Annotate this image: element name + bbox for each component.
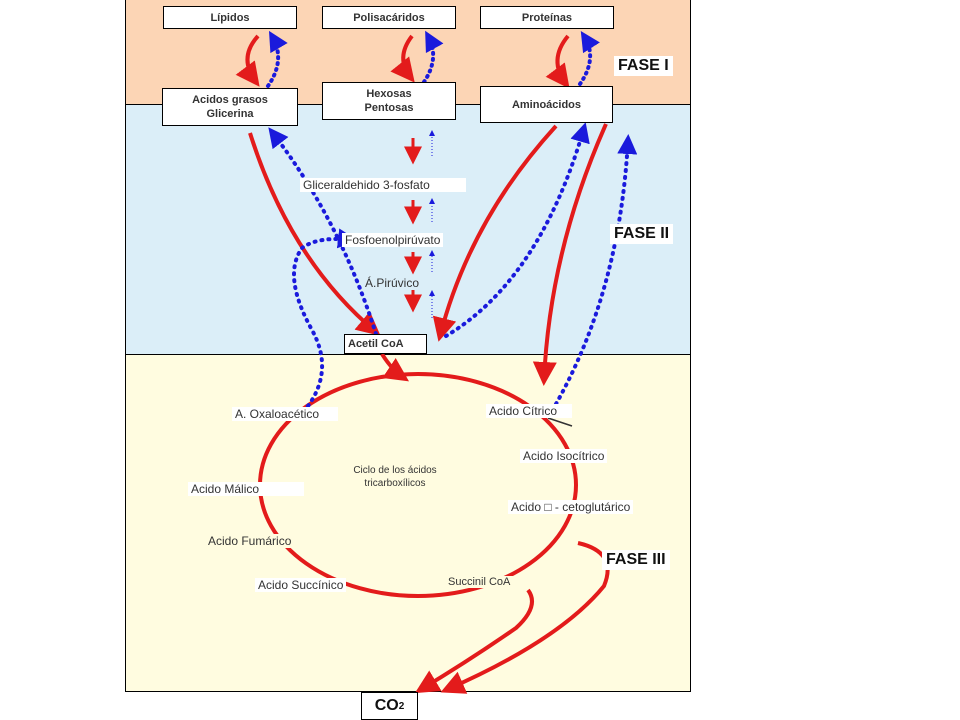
co2-label: CO: [374, 697, 399, 714]
glyceraldehyde-label: Gliceraldehido 3-fosfato: [300, 178, 466, 192]
ketoglutaric-to-co2-arrow: [440, 541, 610, 694]
acetyl-coa-to-cycle-arrow: [380, 352, 409, 382]
fatty-acids-box: Acidos grasos Glicerina: [162, 88, 298, 126]
succinic-acid-label: Acido Succínico: [255, 578, 347, 592]
acetyl-coa-label: Acetil CoA: [348, 338, 404, 350]
phase-3-label: FASE III: [602, 550, 670, 570]
fatty-acids-label: Acidos grasos: [192, 94, 268, 106]
polysaccharides-label: Polisacáridos: [353, 11, 425, 24]
amino-acids-to-citric-arrow: [532, 123, 608, 386]
phase-3-zone: [125, 354, 691, 692]
fatty-acids-to-lipids-arrow: [266, 30, 288, 88]
phase-1-label: FASE I: [614, 56, 673, 76]
proteins-label: Proteínas: [521, 11, 573, 24]
cycle-title-line-1: Ciclo de los ácidos: [353, 465, 437, 476]
pyruvic-label: Á.Pirúvico: [362, 276, 423, 290]
phase-2-label: FASE II: [610, 224, 674, 244]
fumaric-acid-label: Acido Fumárico: [205, 534, 295, 548]
pep-label: Fosfoenolpirúvato: [342, 233, 444, 247]
amino-acids-to-acetyl-coa-arrow: [432, 124, 558, 342]
hexoses-label: Hexosas: [366, 88, 412, 100]
succinyl-coa-label: Succinil CoA: [445, 576, 514, 588]
malic-acid-label: Acido Málico: [188, 482, 304, 496]
amino-acids-box: Aminoácidos: [480, 86, 613, 123]
lipids-box: Lípidos: [163, 6, 297, 29]
hexoses-to-polysaccharides-arrow: [422, 30, 444, 84]
acetyl-coa-to-amino-acids-arrow: [444, 122, 590, 338]
oxaloacetic-to-pep-arrow: [292, 228, 358, 408]
cycle-title: Ciclo de los ácidos tricarboxílicos: [330, 464, 460, 490]
polysaccharides-to-hexoses-arrow: [390, 34, 415, 83]
citric-acid-label: Acido Cítrico: [486, 404, 572, 418]
acetyl-coa-box: Acetil CoA: [344, 334, 427, 354]
amino-acids-label: Aminoácidos: [511, 98, 582, 111]
polysaccharides-box: Polisacáridos: [322, 6, 456, 29]
glycerin-label: Glicerina: [206, 108, 254, 120]
pentoses-label: Pentosas: [364, 102, 414, 114]
hexoses-box: Hexosas Pentosas: [322, 82, 456, 120]
isocitric-acid-label: Acido Isocítrico: [520, 449, 608, 463]
cycle-title-line-2: tricarboxílicos: [364, 478, 426, 489]
lipids-to-fatty-acids-arrow: [235, 34, 260, 87]
proteins-to-amino-acids-arrow: [545, 34, 570, 89]
oxaloacetic-acid-label: A. Oxaloacético: [232, 407, 338, 421]
lipids-label: Lípidos: [210, 11, 250, 24]
acetyl-coa-to-fatty-acids-arrow: [268, 127, 378, 336]
amino-acids-to-proteins-arrow: [578, 30, 600, 86]
proteins-box: Proteínas: [480, 6, 614, 29]
co2-subscript: 2: [398, 700, 405, 712]
citric-notch: [547, 417, 573, 427]
alpha-ketoglutaric-acid-label: Acido □ - cetoglutárico: [508, 500, 634, 514]
citric-to-amino-acids-arrow: [554, 134, 638, 406]
